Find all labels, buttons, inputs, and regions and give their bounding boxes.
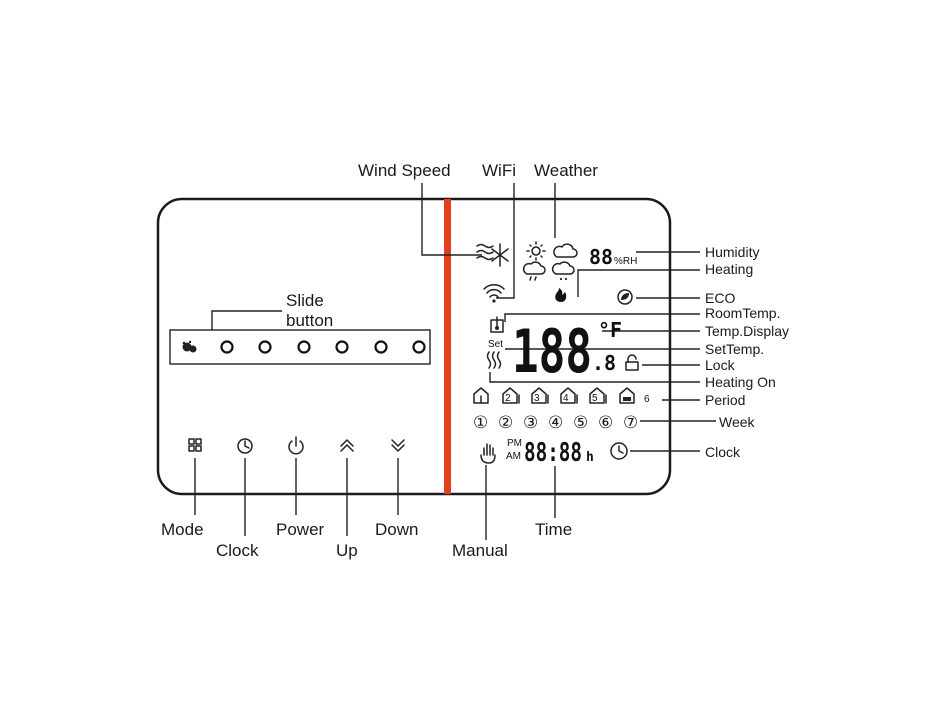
wifi-icon [483, 284, 505, 303]
thermostat-frame [156, 197, 672, 496]
temp-unit: °F [598, 318, 622, 342]
svg-text:6: 6 [644, 394, 650, 405]
slide-lock-icon [182, 340, 197, 353]
period-icon-4: 4 [560, 387, 578, 404]
weather-label: Weather [534, 161, 598, 180]
pm-label: PM [507, 438, 522, 449]
power-icon[interactable] [288, 436, 304, 455]
eco-icon [617, 289, 633, 305]
svg-text:2: 2 [505, 393, 511, 404]
period-icon-1 [473, 387, 489, 404]
svg-text:5: 5 [592, 393, 598, 404]
week-label: Week [719, 414, 756, 430]
period-icon-2: 2 [502, 387, 520, 404]
eco-label: ECO [705, 290, 735, 306]
set-temp-label: SetTemp. [705, 341, 764, 357]
svg-text:3: 3 [534, 393, 540, 404]
mode-label: Mode [161, 520, 204, 539]
sun-icon [526, 241, 546, 261]
time-digits: 88:88 [524, 438, 582, 468]
wifi-label: WiFi [482, 161, 516, 180]
heating-label: Heating [705, 261, 753, 277]
temp-display-label: Temp.Display [705, 323, 789, 339]
heating-on-label: Heating On [705, 374, 776, 390]
clock-icon [610, 442, 628, 460]
snow-icon [551, 261, 575, 281]
svg-text:4: 4 [563, 393, 569, 404]
am-label: AM [506, 451, 521, 462]
power-label: Power [276, 520, 325, 539]
temp-decimal: .8 [592, 351, 616, 375]
slide-dot-2[interactable] [258, 340, 272, 354]
period-label: Period [705, 392, 745, 408]
clock-button-icon[interactable] [237, 438, 253, 454]
set-label: Set [488, 339, 503, 350]
slide-label-2: button [286, 311, 333, 330]
manual-label: Manual [452, 541, 508, 560]
week-day-6: ⑥ [598, 413, 613, 432]
slide-dot-3[interactable] [297, 340, 311, 354]
down-chevron-icon[interactable] [391, 439, 405, 452]
slide-label-1: Slide [286, 291, 324, 310]
period-icon-5: 5 [589, 387, 607, 404]
week-day-3: ③ [523, 413, 538, 432]
flame-icon [555, 288, 567, 302]
lock-icon [625, 354, 639, 371]
period-icon-6: 6 [619, 387, 650, 405]
week-day-1: ① [473, 413, 488, 432]
heating-on-icon [486, 351, 502, 369]
humidity-unit: %RH [614, 256, 637, 267]
week-day-5: ⑤ [573, 413, 588, 432]
time-label: Time [535, 520, 572, 539]
thermometer-icon [490, 316, 504, 333]
mode-grid-icon[interactable] [188, 438, 202, 452]
up-label: Up [336, 541, 358, 560]
cloud-icon [553, 243, 578, 258]
up-chevron-icon[interactable] [340, 439, 354, 452]
week-day-2: ② [498, 413, 513, 432]
slide-button-bar[interactable] [169, 329, 431, 365]
wind-speed-label: Wind Speed [358, 161, 451, 180]
slide-dot-6[interactable] [412, 340, 426, 354]
rain-icon [522, 261, 546, 281]
humidity-digits: 88 [589, 245, 613, 269]
lock-label: Lock [705, 357, 736, 373]
temp-digits: 188 [512, 317, 592, 387]
manual-hand-icon [480, 443, 496, 464]
week-day-4: ④ [548, 413, 563, 432]
divider-bar [444, 199, 451, 494]
wind-speed-icon [476, 243, 509, 267]
down-label: Down [375, 520, 418, 539]
week-day-7: ⑦ [623, 413, 638, 432]
slide-dot-5[interactable] [374, 340, 388, 354]
slide-dot-1[interactable] [220, 340, 234, 354]
room-temp-label: RoomTemp. [705, 305, 780, 321]
clock-left-label: Clock [216, 541, 259, 560]
humidity-label: Humidity [705, 244, 759, 260]
period-icon-3: 3 [531, 387, 549, 404]
slide-dot-4[interactable] [335, 340, 349, 354]
clock-right-label: Clock [705, 444, 741, 460]
time-unit: h [586, 450, 594, 465]
